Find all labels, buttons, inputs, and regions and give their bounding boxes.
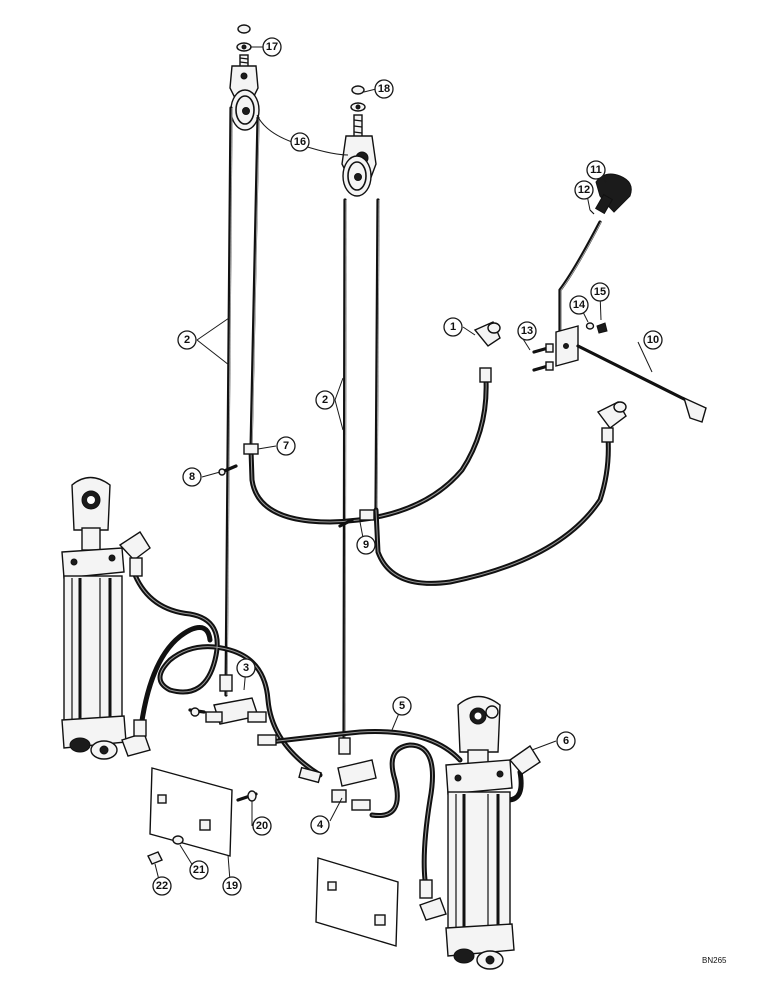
callout-13: 19 <box>222 876 242 896</box>
callout-7-label: 7 <box>283 440 289 452</box>
loose-hardware <box>147 322 608 865</box>
callout-15: 21 <box>189 860 209 880</box>
callout-16-label: 22 <box>156 880 168 892</box>
callout-8: 8 <box>182 467 202 487</box>
callout-5-label: 5 <box>399 700 405 712</box>
callout-20-label: 13 <box>521 325 533 337</box>
callout-14-label: 20 <box>256 820 268 832</box>
callout-8-label: 8 <box>189 471 195 483</box>
callout-18-label: 11 <box>590 164 602 176</box>
callout-18: 11 <box>586 160 606 180</box>
callout-19: 12 <box>574 180 594 200</box>
callout-17: 10 <box>643 330 663 350</box>
callout-10: 16 <box>290 132 310 152</box>
callout-6: 6 <box>556 731 576 751</box>
callout-10-label: 16 <box>294 136 306 148</box>
callout-2-right-label: 2 <box>322 394 328 406</box>
right-pulley-assembly <box>341 85 377 197</box>
vertical-tubes <box>219 106 380 755</box>
hydraulic-hoses <box>132 377 611 883</box>
callout-20: 13 <box>517 321 537 341</box>
callout-17-label: 10 <box>647 334 659 346</box>
callout-19-label: 12 <box>578 184 590 196</box>
callout-1-label: 1 <box>450 321 456 333</box>
callout-16: 22 <box>152 876 172 896</box>
callout-2-left-label: 2 <box>184 334 190 346</box>
left-hydraulic-cylinder <box>61 476 151 760</box>
fittings <box>188 321 627 811</box>
right-hydraulic-cylinder <box>419 695 541 970</box>
callout-7: 7 <box>276 436 296 456</box>
callout-2-left: 2 <box>177 330 197 350</box>
callout-3-label: 3 <box>243 662 249 674</box>
callout-22: 15 <box>590 282 610 302</box>
callout-12-label: 18 <box>378 83 390 95</box>
reference-code: BN265 <box>702 956 727 965</box>
callout-14: 20 <box>252 816 272 836</box>
callout-11-label: 17 <box>266 41 278 53</box>
callout-22-label: 15 <box>594 286 606 298</box>
mounting-plates <box>149 767 399 947</box>
callout-6-label: 6 <box>563 735 569 747</box>
callout-11: 17 <box>262 37 282 57</box>
callout-4-label: 4 <box>317 819 324 831</box>
callout-15-label: 21 <box>193 864 205 876</box>
callout-2-right: 2 <box>315 390 335 410</box>
callout-12: 18 <box>374 79 394 99</box>
callout-3: 3 <box>236 658 256 678</box>
callout-21: 14 <box>569 295 589 315</box>
callout-4: 4 <box>310 815 330 835</box>
callout-21-label: 14 <box>573 299 586 311</box>
left-pulley-assembly <box>229 24 260 131</box>
callout-9-label: 9 <box>363 539 369 551</box>
callout-13-label: 19 <box>226 880 238 892</box>
control-lever <box>555 173 707 423</box>
callout-9: 9 <box>356 535 376 555</box>
callout-1: 1 <box>443 317 463 337</box>
callout-5: 5 <box>392 696 412 716</box>
